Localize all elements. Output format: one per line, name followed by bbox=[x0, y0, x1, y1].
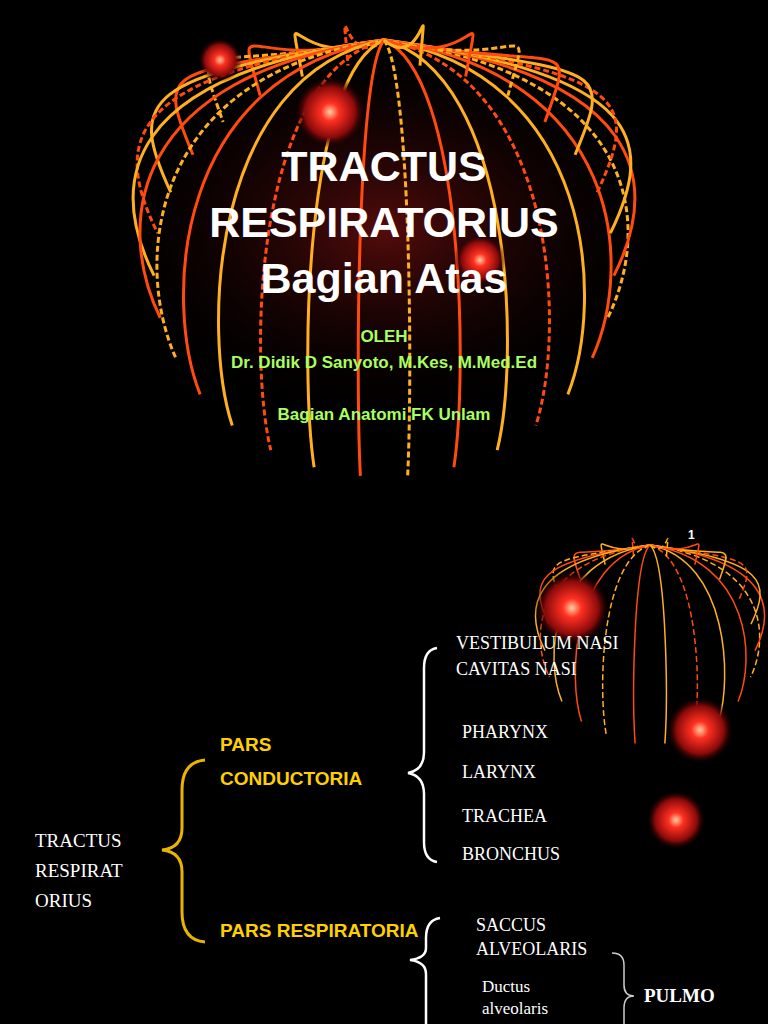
glow-orb bbox=[646, 790, 706, 850]
brace bbox=[612, 953, 634, 1024]
sphere-stroke bbox=[650, 538, 668, 556]
sphere-haze bbox=[84, 30, 684, 430]
brace bbox=[162, 760, 205, 942]
glow-orb bbox=[198, 38, 242, 82]
root-name: TRACTUS RESPIRAT ORIUS bbox=[35, 826, 147, 916]
part-name: Ductus alveolaris bbox=[482, 976, 582, 1020]
page-number: 1 bbox=[688, 528, 708, 543]
part-name: PULMO bbox=[644, 984, 744, 1008]
sphere-stroke bbox=[650, 544, 699, 565]
sphere-stroke bbox=[650, 545, 760, 624]
sphere-stroke bbox=[384, 34, 473, 77]
group-name: PARS RESPIRATORIA bbox=[220, 914, 420, 948]
slide-background bbox=[0, 0, 768, 548]
part-name: BRONCHUS bbox=[462, 843, 662, 866]
sphere-stroke bbox=[650, 545, 760, 677]
sphere-stroke bbox=[384, 40, 592, 155]
part-name: VESTIBULUM NASI bbox=[456, 632, 656, 655]
department: Bagian Anatomi FK Unlam bbox=[184, 404, 584, 425]
slide-title: TRACTUS RESPIRATORIUS Bagian Atas bbox=[164, 138, 604, 306]
part-name: SACCUS ALVEOLARIS bbox=[476, 913, 616, 961]
part-name: PHARYNX bbox=[462, 721, 662, 744]
sphere-stroke bbox=[384, 26, 423, 66]
sphere-stroke bbox=[650, 545, 726, 579]
sphere-stroke bbox=[650, 545, 747, 600]
sphere-stroke bbox=[650, 545, 725, 722]
group-name: PARS CONDUCTORIA bbox=[220, 728, 400, 796]
sphere-stroke bbox=[650, 545, 666, 744]
glow-orb bbox=[666, 696, 734, 764]
glow-orb bbox=[294, 76, 366, 148]
sphere-stroke bbox=[384, 40, 460, 467]
part-name: LARYNX bbox=[462, 761, 662, 784]
sphere-stroke bbox=[650, 545, 765, 651]
sphere-stroke bbox=[634, 545, 650, 744]
part-name: TRACHEA bbox=[462, 805, 662, 828]
brace bbox=[408, 648, 437, 862]
part-name: CAVITAS NASI bbox=[456, 658, 656, 681]
author-name: Dr. Didik D Sanyoto, M.Kes, M.Med.Ed bbox=[124, 352, 644, 373]
author-label: OLEH bbox=[184, 326, 584, 347]
spiky-sphere bbox=[133, 26, 634, 476]
